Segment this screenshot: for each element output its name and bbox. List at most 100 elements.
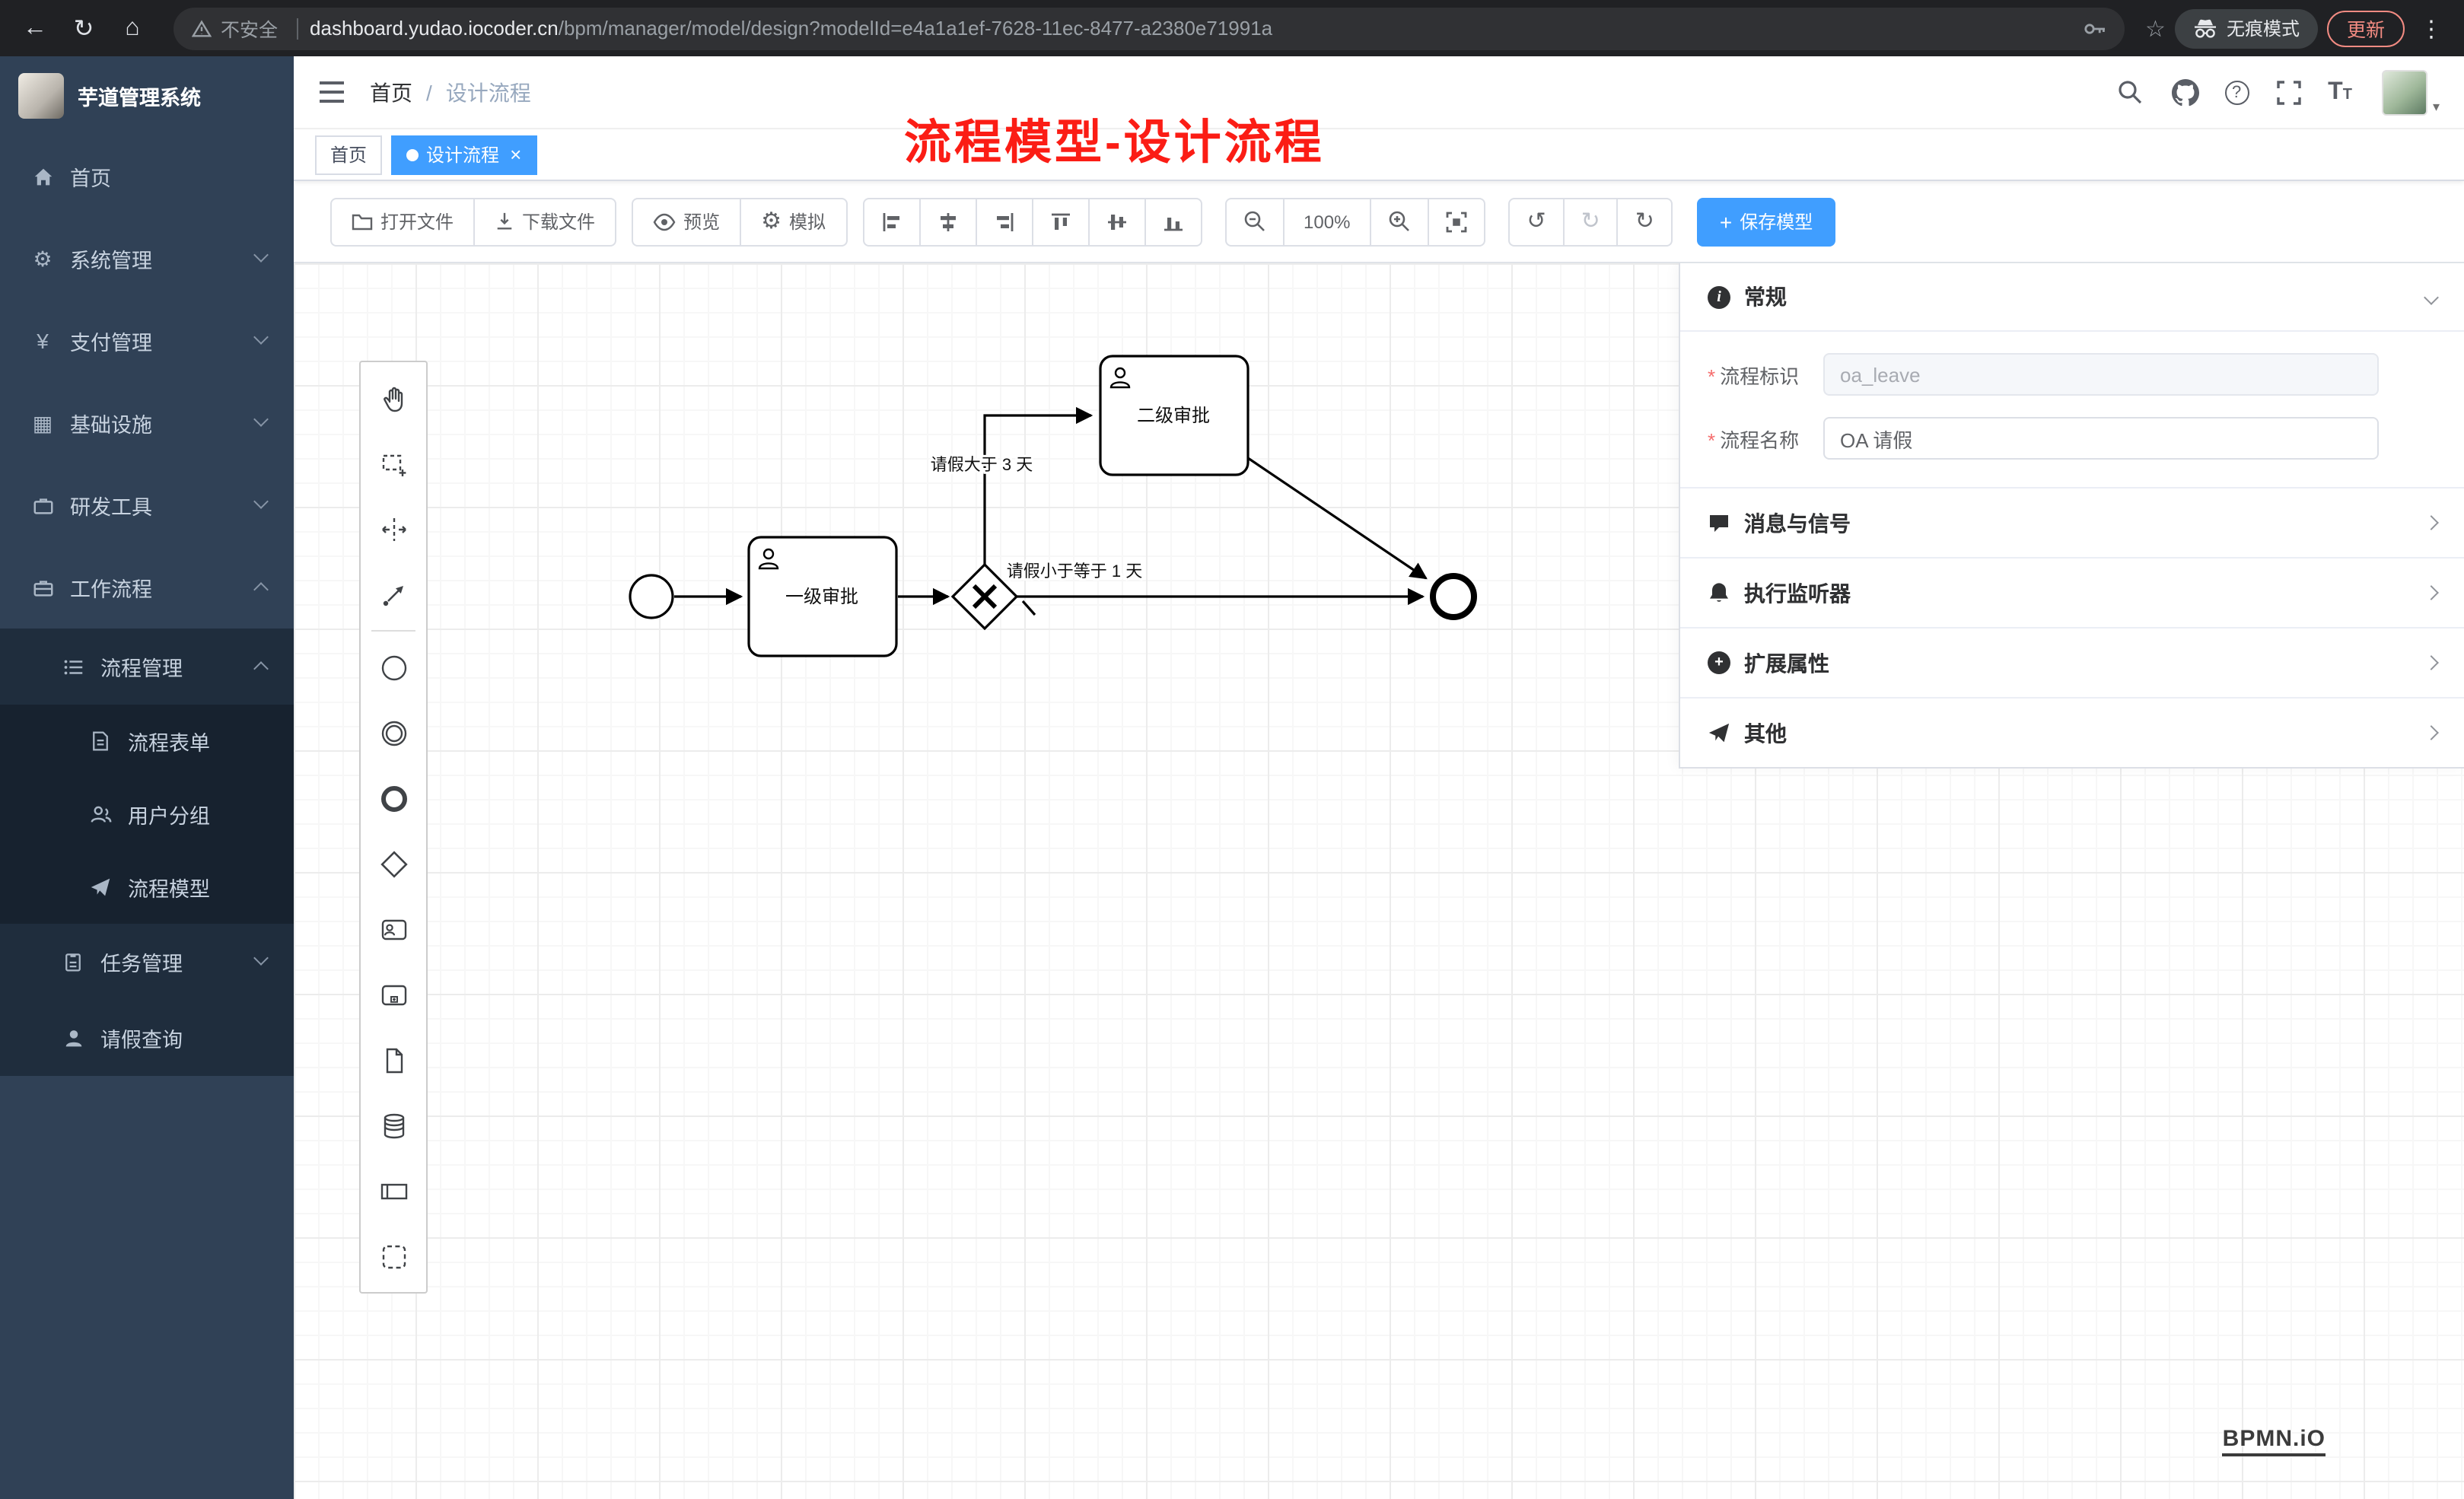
task-label: 一级审批 bbox=[785, 587, 858, 607]
sidebar-item-workflow[interactable]: 工作流程 bbox=[0, 546, 294, 629]
font-size-icon[interactable]: TT bbox=[2328, 78, 2352, 104]
zoom-out-button[interactable] bbox=[1224, 197, 1285, 246]
section-extension-attrs[interactable]: + 扩展属性 bbox=[1680, 627, 2464, 697]
palette-create-end-event[interactable] bbox=[361, 765, 426, 831]
align-left-button[interactable] bbox=[862, 197, 921, 246]
browser-update-button[interactable]: 更新 bbox=[2326, 10, 2405, 46]
breadcrumb: 首页 / 设计流程 bbox=[370, 77, 531, 107]
breadcrumb-home[interactable]: 首页 bbox=[370, 80, 412, 104]
default-flow-marker bbox=[1021, 600, 1036, 616]
align-right-button[interactable] bbox=[975, 197, 1033, 246]
reload-button[interactable]: ↻ bbox=[73, 16, 94, 42]
start-event[interactable] bbox=[629, 574, 674, 619]
browser-menu-icon[interactable]: ⋮ bbox=[2420, 16, 2443, 42]
sidebar-item-process-model[interactable]: 流程模型 bbox=[0, 851, 294, 924]
close-icon[interactable]: × bbox=[510, 143, 522, 166]
align-top-button[interactable] bbox=[1031, 197, 1090, 246]
flow-label[interactable]: 请假小于等于 1 天 bbox=[1004, 559, 1144, 583]
divider bbox=[296, 18, 298, 39]
download-file-button[interactable]: 下载文件 bbox=[473, 197, 617, 246]
sidebar-item-user-group[interactable]: 用户分组 bbox=[0, 778, 294, 851]
end-event[interactable] bbox=[1430, 573, 1477, 620]
zoom-fit-button[interactable] bbox=[1428, 197, 1486, 246]
sidebar-item-process-mgmt[interactable]: 流程管理 bbox=[0, 629, 294, 705]
security-label: 不安全 bbox=[221, 20, 279, 41]
align-bottom-button[interactable] bbox=[1144, 197, 1202, 246]
exclusive-gateway[interactable] bbox=[950, 562, 1019, 631]
incognito-label: 无痕模式 bbox=[2226, 18, 2300, 40]
process-key-input[interactable] bbox=[1823, 353, 2379, 396]
open-file-button[interactable]: 打开文件 bbox=[330, 197, 476, 246]
zoom-in-button[interactable] bbox=[1370, 197, 1430, 246]
palette-space-tool[interactable] bbox=[361, 496, 426, 562]
palette-create-subprocess[interactable] bbox=[361, 962, 426, 1027]
tab-home[interactable]: 首页 bbox=[315, 135, 383, 174]
fullscreen-icon[interactable] bbox=[2273, 77, 2303, 107]
sidebar-item-label: 工作流程 bbox=[70, 578, 152, 601]
redo-button[interactable]: ↻ bbox=[1562, 197, 1619, 246]
users-icon bbox=[88, 803, 113, 826]
flow-gateway-to-task2[interactable] bbox=[983, 406, 1094, 565]
preview-button-group: 预览 ⚙ 模拟 bbox=[632, 197, 848, 246]
properties-panel: i 常规 流程标识 流程名称 消息与信号 bbox=[1679, 263, 2464, 769]
help-icon[interactable]: ? bbox=[2224, 80, 2249, 104]
github-icon[interactable] bbox=[2170, 77, 2200, 107]
sidebar-item-infra[interactable]: ▦ 基础设施 bbox=[0, 382, 294, 464]
search-icon[interactable] bbox=[2115, 77, 2145, 107]
palette-create-user-task[interactable] bbox=[361, 896, 426, 962]
user-task-1[interactable]: 一级审批 bbox=[747, 536, 898, 657]
home-button[interactable]: ⌂ bbox=[125, 14, 140, 40]
bpmn-canvas[interactable]: 请假大于 3 天 请假小于等于 1 天 一级审批 bbox=[294, 263, 2464, 1499]
sidebar-item-leave-query[interactable]: 请假查询 bbox=[0, 1000, 294, 1076]
flow-label[interactable]: 请假大于 3 天 bbox=[928, 453, 1035, 476]
process-name-input[interactable] bbox=[1823, 417, 2379, 460]
address-bar[interactable]: 不安全 dashboard.yudao.iocoder.cn/bpm/manag… bbox=[173, 7, 2125, 49]
align-center-button[interactable] bbox=[918, 197, 977, 246]
palette-create-participant[interactable] bbox=[361, 1158, 426, 1224]
palette-hand-tool[interactable] bbox=[361, 365, 426, 431]
chevron-right-icon bbox=[2424, 515, 2439, 530]
palette-create-group[interactable] bbox=[361, 1224, 426, 1289]
sidebar-item-process-form[interactable]: 流程表单 bbox=[0, 705, 294, 778]
bpmn-io-watermark[interactable]: BPMN.iO bbox=[2222, 1426, 2326, 1456]
palette-create-data-object[interactable] bbox=[361, 1027, 426, 1093]
preview-button[interactable]: 预览 bbox=[632, 197, 742, 246]
sidebar-item-payment[interactable]: ¥ 支付管理 bbox=[0, 300, 294, 382]
restart-button[interactable]: ↻ bbox=[1616, 197, 1673, 246]
key-icon[interactable] bbox=[2081, 16, 2106, 40]
palette-create-data-store[interactable] bbox=[361, 1093, 426, 1158]
app-logo[interactable]: 芋道管理系统 bbox=[0, 56, 294, 135]
section-message-signal[interactable]: 消息与信号 bbox=[1680, 487, 2464, 557]
url-host: dashboard.yudao.iocoder.cn bbox=[310, 17, 559, 40]
palette-global-connect-tool[interactable] bbox=[361, 562, 426, 627]
save-model-button[interactable]: + 保存模型 bbox=[1696, 197, 1836, 246]
document-icon bbox=[88, 730, 113, 752]
user-menu[interactable]: ▾ bbox=[2382, 69, 2440, 115]
browser-chrome: ← ↻ ⌂ 不安全 dashboard.yudao.iocoder.cn/bpm… bbox=[0, 0, 2464, 56]
bpmn-diagram: 请假大于 3 天 请假小于等于 1 天 一级审批 bbox=[629, 355, 1477, 657]
align-bottom-icon bbox=[1164, 217, 1183, 231]
bookmark-star-icon[interactable]: ☆ bbox=[2145, 16, 2166, 42]
sidebar-item-home[interactable]: 首页 bbox=[0, 135, 294, 218]
sidebar-item-task-mgmt[interactable]: 任务管理 bbox=[0, 924, 294, 1000]
tab-design-process[interactable]: 设计流程 × bbox=[391, 135, 537, 174]
briefcase-icon bbox=[30, 494, 55, 517]
back-button[interactable]: ← bbox=[23, 14, 47, 40]
sidebar-item-devtools[interactable]: 研发工具 bbox=[0, 464, 294, 546]
simulate-button[interactable]: ⚙ 模拟 bbox=[740, 197, 848, 246]
palette-create-start-event[interactable] bbox=[361, 635, 426, 700]
align-middle-button[interactable] bbox=[1087, 197, 1146, 246]
section-execution-listener[interactable]: 执行监听器 bbox=[1680, 557, 2464, 627]
flow-task2-to-end[interactable] bbox=[1247, 457, 1428, 580]
undo-button[interactable]: ↺ bbox=[1508, 197, 1565, 246]
sidebar-item-system[interactable]: ⚙ 系统管理 bbox=[0, 218, 294, 300]
sidebar-collapse-button[interactable] bbox=[318, 81, 345, 103]
user-task-2[interactable]: 二级审批 bbox=[1099, 355, 1250, 476]
section-other[interactable]: 其他 bbox=[1680, 697, 2464, 767]
sidebar-item-label: 流程表单 bbox=[128, 732, 210, 755]
palette-create-intermediate-event[interactable] bbox=[361, 700, 426, 765]
section-general[interactable]: i 常规 bbox=[1680, 263, 2464, 332]
palette-lasso-tool[interactable] bbox=[361, 431, 426, 496]
align-right-icon bbox=[996, 212, 1013, 231]
palette-create-gateway[interactable] bbox=[361, 831, 426, 896]
